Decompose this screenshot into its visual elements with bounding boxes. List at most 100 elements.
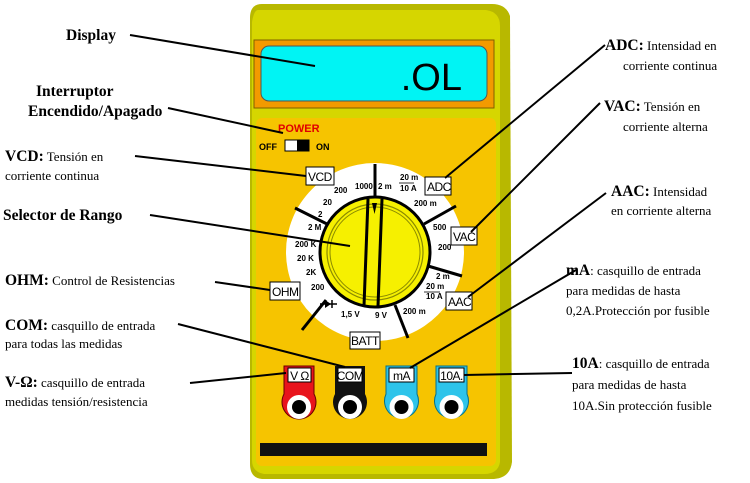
range-selector-part[interactable] <box>376 198 384 307</box>
ann-ma: mA: casquillo de entrada <box>566 262 701 279</box>
jack-ma[interactable]: mA <box>384 365 419 419</box>
jack-v-ohm-part[interactable] <box>287 367 312 383</box>
dial-section-labels-part <box>445 291 473 311</box>
jack-v-ohm-part[interactable] <box>292 400 306 414</box>
ann-vohm-part: casquillo de entrada <box>38 375 145 390</box>
dial-section-labels-part <box>450 226 478 246</box>
annotations-part: 0,2A.Protección por fusible <box>566 303 710 318</box>
ann-ma-part: mA <box>566 262 591 279</box>
annotations-part: 10A.Sin protección fusible <box>572 398 712 413</box>
dial-range-labels-part: 1000 <box>355 182 373 191</box>
ann-switch-2: Encendido/Apagado <box>28 103 163 120</box>
ann-vohm: V-Ω: casquillo de entrada <box>5 374 145 391</box>
annotation-lines <box>129 34 607 384</box>
dial-range-labels-part: 2 m <box>436 272 450 281</box>
dial-range-labels-part: 1,5 V <box>341 310 360 319</box>
annotation-lines-part <box>467 192 607 298</box>
dial-range-labels-part: 2K <box>306 268 316 277</box>
range-selector-part-part[interactable] <box>393 304 410 339</box>
dial-range-labels-part: 200 <box>311 283 325 292</box>
annotation-lines-part <box>470 102 601 233</box>
jack-ma-part[interactable] <box>394 400 409 414</box>
dial-section-labels-part <box>424 176 452 196</box>
jack-v-ohm[interactable]: V Ω <box>281 365 317 420</box>
annotations-part: corriente continua <box>5 168 99 183</box>
range-selector-part[interactable] <box>318 195 432 309</box>
dial-range-labels-part: 2 M <box>308 223 322 232</box>
jack-10a[interactable]: 10A. <box>434 365 469 419</box>
dial-range-labels-part: 20 m <box>400 173 418 182</box>
on-label: ON <box>316 142 330 152</box>
ann-vcd-part: VCD: <box>5 148 44 165</box>
ann-aac: AAC: Intensidad <box>611 183 708 200</box>
annotations-part: para medidas de hasta <box>572 377 687 392</box>
ann-vac: VAC: Tensión en <box>604 98 701 115</box>
ann-10a: 10A: casquillo de entrada <box>572 355 710 372</box>
ann-ohm-part: OHM: <box>5 272 49 289</box>
dial-range-labels-part: 200 <box>438 243 452 252</box>
display: .OL <box>253 39 495 109</box>
annotations-part: medidas tensión/resistencia <box>5 394 148 409</box>
ann-ohm-part: Control de Resistencias <box>49 273 175 288</box>
section-adc: ADC <box>427 180 452 194</box>
range-selector[interactable] <box>286 163 464 341</box>
display-part <box>260 45 488 102</box>
dial-range-labels: 1000 200 20 2 2 m 20 m 10 A 200 m 500 20… <box>295 173 452 320</box>
ann-aac-part: AAC: <box>611 183 650 200</box>
dial-range-labels-part: 10 A <box>426 292 443 301</box>
ann-vac-part: VAC: <box>604 98 641 115</box>
dial-range-labels-part: 200 m <box>403 307 426 316</box>
annotation-lines-part <box>149 214 351 247</box>
jack-10a-part[interactable]: 10A. <box>440 369 463 383</box>
annotations-part: corriente alterna <box>623 119 708 134</box>
jack-com-part[interactable] <box>343 400 357 414</box>
annotation-lines-part <box>177 323 346 368</box>
jack-com-part[interactable]: COM <box>337 369 365 383</box>
annotations-part: corriente continua <box>623 58 717 73</box>
annotation-lines-part <box>444 44 606 179</box>
jack-com-part[interactable] <box>337 367 363 383</box>
section-vcd: VCD <box>308 170 333 184</box>
ann-selector: Selector de Rango <box>3 207 123 224</box>
ann-switch-1: Interruptor <box>36 83 114 100</box>
jack-ma-part[interactable] <box>388 367 415 383</box>
dial-range-labels-part: 2 <box>318 210 323 219</box>
range-selector-part-part[interactable] <box>294 206 328 226</box>
annotation-lines-part <box>167 107 284 134</box>
ann-adc: ADC: Intensidad en <box>605 37 717 54</box>
pointer-arrow-icon <box>372 203 377 214</box>
dial-range-labels-part: 200 K <box>295 240 317 249</box>
ann-adc-part: Intensidad en <box>644 38 717 53</box>
power-switch[interactable] <box>284 139 310 152</box>
jack-10a-part[interactable] <box>444 400 459 414</box>
off-label: OFF <box>259 142 277 152</box>
annotations-part: para todas las medidas <box>5 336 122 351</box>
ann-aac-part: Intensidad <box>650 184 708 199</box>
range-selector-part-part[interactable] <box>423 204 457 226</box>
ann-ma-part: : casquillo de entrada <box>590 263 701 278</box>
ann-adc-part: ADC: <box>605 37 644 54</box>
ann-vohm-part: V-Ω: <box>5 374 38 391</box>
display-value: .OL <box>401 57 462 99</box>
section-ohm: OHM <box>272 285 299 299</box>
ann-10a-part: 10A <box>572 355 600 372</box>
range-selector-part-part[interactable] <box>427 264 463 278</box>
jack-v-ohm-part[interactable]: V Ω <box>290 369 310 383</box>
power-label: POWER <box>278 123 320 135</box>
range-selector-part[interactable] <box>294 164 463 339</box>
ann-display: Display <box>66 27 116 44</box>
annotation-lines-part <box>409 269 577 369</box>
jack-ma-part[interactable]: mA <box>393 369 411 383</box>
annotation-lines-part <box>134 155 307 177</box>
annotation-lines-part <box>129 34 316 67</box>
jack-com[interactable]: COM <box>333 366 368 419</box>
power-switch-part[interactable] <box>297 140 309 151</box>
range-selector-part-part[interactable] <box>300 299 328 331</box>
diode-icon-part <box>325 300 331 308</box>
diode-icon <box>320 300 337 308</box>
annotations-part: para medidas de hasta <box>566 283 681 298</box>
knob-pointer <box>362 198 370 307</box>
annotation-lines-part <box>189 372 287 384</box>
ann-com-part: casquillo de entrada <box>48 318 155 333</box>
ann-ohm: OHM: Control de Resistencias <box>5 272 175 289</box>
